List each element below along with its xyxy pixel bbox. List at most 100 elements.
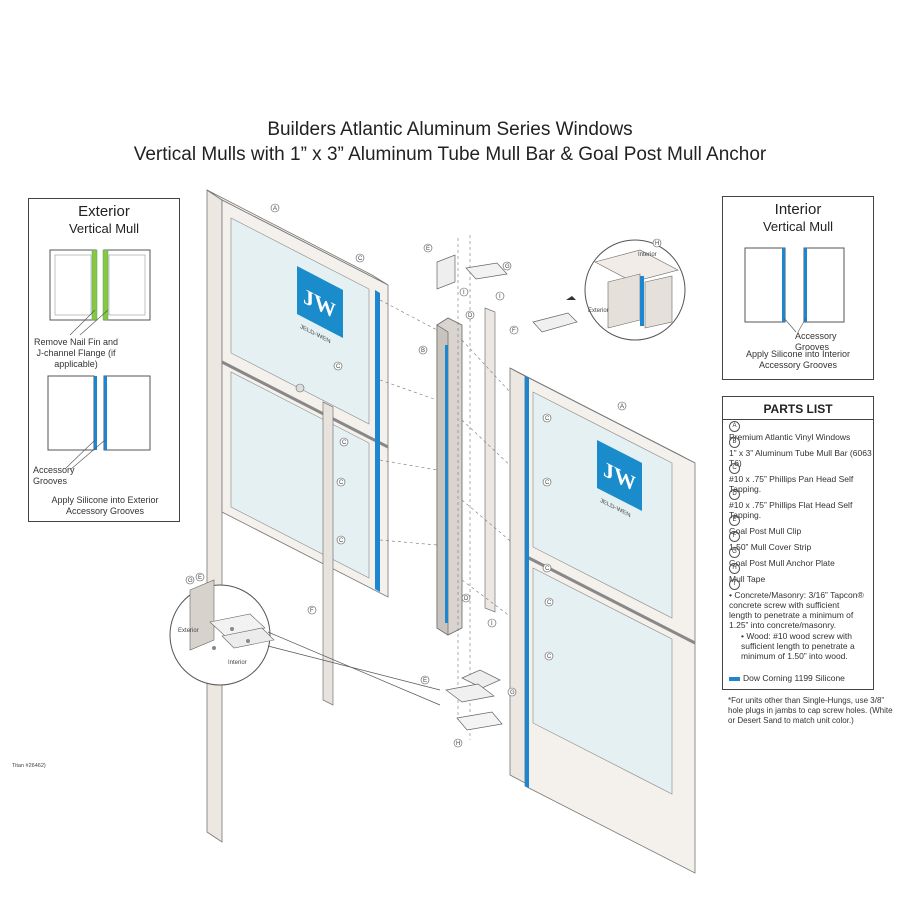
- callout-i-1: I: [459, 287, 469, 297]
- mull-tape-strip-right: [102, 249, 109, 321]
- part-callouts: A A B C C C C C C C C C C D D E E E F F …: [185, 203, 662, 748]
- interior-detail-circle: Interior Exterior: [566, 239, 686, 341]
- anchor-detail-circle: Exterior Interior: [169, 579, 441, 706]
- parts-item-e: EGoal Post Mull Clip: [729, 515, 802, 536]
- callout-c-6: C: [542, 413, 552, 423]
- left-window: JW JELD-WEN: [206, 189, 389, 843]
- callout-g-top: G: [502, 261, 512, 271]
- svg-text:B: B: [421, 348, 425, 354]
- svg-text:D: D: [468, 313, 473, 319]
- svg-text:C: C: [342, 440, 347, 446]
- parts-item-f: F1.50” Mull Cover Strip: [729, 531, 812, 552]
- svg-text:C: C: [339, 480, 344, 486]
- svg-text:C: C: [547, 600, 552, 606]
- parts-item-silicone: Dow Corning 1199 Silicone: [729, 673, 869, 683]
- interior-silicone-note: Apply Silicone into Interior Accessory G…: [745, 349, 851, 370]
- exterior-grooves-label: Accessory Grooves: [33, 465, 75, 486]
- svg-text:C: C: [336, 364, 341, 370]
- callout-e-top: E: [423, 243, 433, 253]
- titan-number: Titan #26462): [12, 763, 46, 769]
- callout-g-detail: G: [185, 575, 195, 585]
- left-window-silicone-bead: [375, 290, 380, 592]
- svg-text:C: C: [358, 256, 363, 262]
- callout-e-detail: E: [195, 572, 205, 582]
- interior-subheading: Vertical Mull: [762, 219, 834, 234]
- exterior-silicone-note: Apply Silicone into Exterior Accessory G…: [51, 495, 159, 516]
- cover-strip-profile: [532, 312, 578, 333]
- svg-text:A: A: [273, 206, 277, 212]
- svg-text:G: G: [188, 578, 193, 584]
- callout-c-5: C: [336, 535, 346, 545]
- parts-list-box: PARTS LIST APremium Atlantic Vinyl Windo…: [722, 396, 874, 690]
- parts-item-c: C#10 x .75” Phillips Pan Head Self Tappi…: [729, 463, 854, 494]
- svg-text:I: I: [499, 294, 501, 300]
- svg-text:E: E: [198, 575, 202, 581]
- goal-post-anchor-bottom: [445, 669, 503, 731]
- svg-text:C: C: [545, 416, 550, 422]
- exterior-flange-note: Remove Nail Fin and J-channel Flange (if…: [33, 337, 119, 369]
- callout-c-9: C: [544, 597, 554, 607]
- right-window: JW JELD-WEN: [509, 367, 696, 874]
- parts-item-a: APremium Atlantic Vinyl Windows: [729, 421, 851, 442]
- svg-text:Exterior: Exterior: [178, 628, 199, 634]
- callout-f-right: F: [509, 325, 519, 335]
- callout-d-bottom: D: [461, 593, 471, 603]
- right-window-upper-glass: [532, 391, 673, 619]
- svg-text:E: E: [423, 678, 427, 684]
- svg-text:C: C: [547, 654, 552, 660]
- left-window-upper-glass: [230, 217, 370, 425]
- mull-tape-piece: [456, 711, 503, 731]
- svg-text:E: E: [426, 246, 430, 252]
- callout-i-3: I: [487, 618, 497, 628]
- callout-a-right: A: [617, 401, 627, 411]
- svg-text:H: H: [655, 241, 659, 247]
- aluminum-tube-mull-bar: [436, 317, 463, 636]
- callout-c-2: C: [333, 361, 343, 371]
- callout-g-bottom: G: [507, 687, 517, 697]
- callout-i-2: I: [495, 291, 505, 301]
- callout-c-7: C: [542, 477, 552, 487]
- jeld-wen-logo-left: JW JELD-WEN: [297, 266, 343, 346]
- exterior-heading: Exterior: [78, 203, 130, 220]
- callout-c-1: C: [355, 253, 365, 263]
- svg-text:D: D: [464, 596, 469, 602]
- svg-text:F: F: [310, 608, 314, 614]
- parts-item-d: D#10 x .75” Phillips Flat Head Self Tapp…: [729, 489, 853, 520]
- callout-h-top: H: [652, 238, 662, 248]
- svg-text:H: H: [456, 741, 460, 747]
- alignment-lines: [379, 299, 516, 621]
- anchor-plate-top: [465, 262, 508, 280]
- mull-tape-strip-left: [91, 249, 98, 321]
- parts-list-divider: [723, 419, 873, 420]
- callout-h-bottom: H: [453, 738, 463, 748]
- goal-post-mull-clip-top: [436, 254, 508, 290]
- right-window-silicone-bead: [525, 376, 529, 788]
- callout-d-top: D: [465, 310, 475, 320]
- callout-c-3: C: [339, 437, 349, 447]
- page-title-line1: Builders Atlantic Aluminum Series Window…: [267, 119, 633, 140]
- svg-text:A: A: [620, 404, 624, 410]
- parts-list-title: PARTS LIST: [763, 402, 833, 416]
- callout-c-10: C: [544, 651, 554, 661]
- svg-text:Exterior: Exterior: [588, 308, 609, 314]
- svg-text:I: I: [491, 621, 493, 627]
- svg-text:F: F: [512, 328, 516, 334]
- interior-window-pair: [744, 247, 845, 333]
- page-title-line2: Vertical Mulls with 1” x 3” Aluminum Tub…: [133, 144, 767, 165]
- callout-e-bottom: E: [420, 675, 430, 685]
- exterior-subheading: Vertical Mull: [68, 221, 140, 236]
- svg-text:C: C: [545, 480, 550, 486]
- jeld-wen-logo-right: JW JELD-WEN: [597, 440, 642, 519]
- parts-item-i-wood: • Wood: #10 wood screw with sufficient l…: [741, 631, 855, 661]
- callout-f-left: F: [307, 605, 317, 615]
- right-window-lower-glass: [532, 567, 673, 795]
- parts-item-g: GGoal Post Mull Anchor Plate: [729, 547, 835, 568]
- callout-b: B: [418, 345, 428, 355]
- svg-text:G: G: [505, 264, 510, 270]
- svg-text:G: G: [510, 690, 515, 696]
- footnote: *For units other than Single-Hungs, use …: [728, 696, 893, 725]
- mull-bar-silicone: [445, 345, 448, 623]
- svg-text:C: C: [545, 566, 550, 572]
- callout-a-left: A: [270, 203, 280, 213]
